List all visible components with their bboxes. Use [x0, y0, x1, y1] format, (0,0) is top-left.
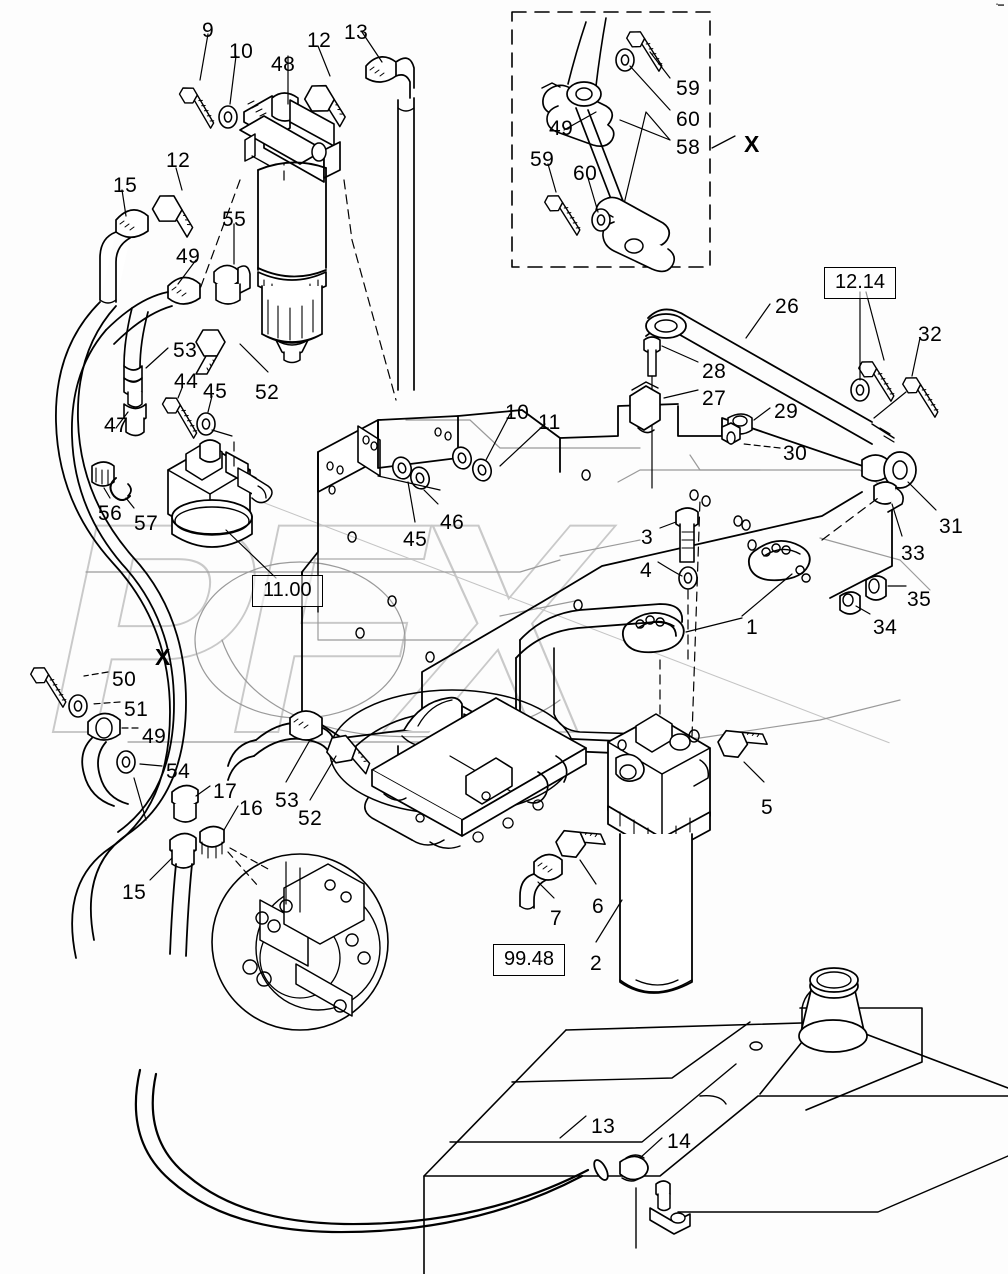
callout-16: 16	[239, 797, 264, 820]
callout-30: 30	[783, 442, 808, 465]
callout-54: 54	[166, 760, 191, 783]
callout-45-center: 45	[403, 528, 428, 551]
callout-2: 2	[590, 952, 603, 975]
callout-27: 27	[702, 387, 727, 410]
callout-53-bottom: 53	[275, 789, 300, 812]
callout-48: 48	[271, 53, 296, 76]
callout-5: 5	[761, 796, 774, 819]
callout-28: 28	[702, 360, 727, 383]
callout-59-inset-top: 59	[676, 77, 701, 100]
callout-26: 26	[775, 295, 800, 318]
callout-51: 51	[124, 698, 149, 721]
callout-60-inset-top: 60	[676, 108, 701, 131]
callout-59-inset-bottom: 59	[530, 148, 555, 171]
callout-56: 56	[98, 502, 123, 525]
corner-mark: ▪▬	[995, 2, 1004, 8]
callout-3: 3	[641, 526, 654, 549]
callout-57: 57	[134, 512, 159, 535]
callout-31: 31	[939, 515, 964, 538]
callout-52-top: 52	[255, 381, 280, 404]
callout-6: 6	[592, 895, 605, 918]
callout-49-inset: 49	[549, 117, 574, 140]
callout-10: 10	[229, 40, 254, 63]
reference-box-11-00[interactable]: 11.00	[252, 575, 323, 607]
callout-52-bottom: 52	[298, 807, 323, 830]
callout-53-top: 53	[173, 339, 198, 362]
callout-11: 11	[538, 411, 561, 434]
callout-35: 35	[907, 588, 932, 611]
callout-55: 55	[222, 208, 247, 231]
callout-15-bottom: 15	[122, 881, 147, 904]
callout-32: 32	[918, 323, 943, 346]
callout-7: 7	[550, 907, 563, 930]
callout-49-left: 49	[176, 245, 201, 268]
callout-49-bottom: 49	[142, 725, 167, 748]
callout-12-top: 12	[307, 29, 332, 52]
section-marker-x-main: X	[155, 644, 171, 670]
callout-9: 9	[202, 19, 215, 42]
callout-12-left: 12	[166, 149, 191, 172]
callout-34: 34	[873, 616, 898, 639]
callout-33: 33	[901, 542, 926, 565]
callout-17: 17	[213, 780, 238, 803]
callout-46: 46	[440, 511, 465, 534]
callout-60-inset-bottom: 60	[573, 162, 598, 185]
callout-47: 47	[104, 414, 129, 437]
callout-1: 1	[746, 616, 759, 639]
callout-15-top: 15	[113, 174, 138, 197]
callout-50: 50	[112, 668, 137, 691]
callout-45-left: 45	[203, 380, 228, 403]
callout-13-top: 13	[344, 21, 369, 44]
callout-58-inset: 58	[676, 136, 701, 159]
section-marker-x-inset: X	[744, 131, 760, 157]
callout-44: 44	[174, 370, 199, 393]
reference-box-12-14[interactable]: 12.14	[824, 267, 897, 299]
callout-4: 4	[640, 559, 653, 582]
callout-13-bottom: 13	[591, 1115, 616, 1138]
callout-14: 14	[667, 1130, 692, 1153]
reference-box-99-48[interactable]: 99.48	[493, 944, 566, 976]
callout-29: 29	[774, 400, 799, 423]
callout-10-center: 10	[505, 401, 530, 424]
